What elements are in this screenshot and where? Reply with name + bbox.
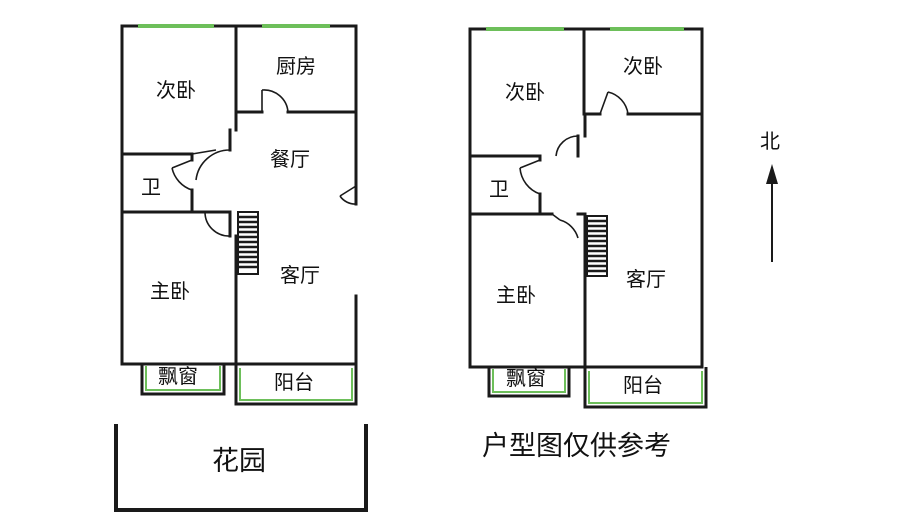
- left-label-dining: 餐厅: [270, 147, 310, 171]
- left-label-bay-window: 飘窗: [158, 364, 198, 388]
- left-outer-wall: [120, 24, 358, 366]
- north-arrowhead-icon: [766, 164, 778, 184]
- reference-note: 户型图仅供参考: [482, 431, 671, 462]
- left-label-living: 客厅: [280, 263, 320, 287]
- right-label-balcony: 阳台: [623, 373, 663, 397]
- right-bedroom-b-door: [599, 91, 629, 115]
- left-partition-master-top: [120, 210, 232, 238]
- right-label-living: 客厅: [626, 267, 666, 291]
- left-label-master: 主卧: [150, 279, 190, 303]
- left-doors: [171, 89, 357, 237]
- right-balcony: [583, 367, 708, 409]
- left-bedroom2-door: [191, 149, 231, 181]
- right-bathroom-door: [519, 159, 541, 195]
- right-label-bay-window: 飘窗: [506, 366, 546, 390]
- left-dining-door: [339, 185, 357, 205]
- left-label-bedroom2: 次卧: [156, 78, 196, 102]
- left-floor-plan: [120, 24, 358, 366]
- north-compass: 北: [760, 129, 780, 262]
- left-label-bathroom: 卫: [141, 175, 161, 199]
- left-label-balcony: 阳台: [274, 370, 314, 394]
- right-doors: [519, 91, 629, 239]
- right-label-bedroom-b: 次卧: [623, 54, 663, 78]
- garden-enclosure: [114, 424, 368, 512]
- right-bay-window: [487, 367, 571, 398]
- left-bathroom-door: [171, 159, 193, 191]
- right-bedroom-a-door: [555, 135, 579, 157]
- right-master-door: [551, 213, 579, 239]
- right-label-bathroom: 卫: [489, 177, 509, 201]
- compass-label: 北: [760, 129, 780, 153]
- left-staircase: [237, 211, 259, 275]
- left-partition-bedroom2-bottom: [120, 152, 194, 162]
- garden-label: 花园: [212, 446, 266, 477]
- left-master-door: [204, 211, 231, 237]
- right-staircase: [586, 215, 608, 277]
- left-bay-window: [140, 364, 226, 396]
- right-label-bedroom-a: 次卧: [505, 80, 545, 104]
- left-label-kitchen: 厨房: [276, 54, 316, 78]
- left-balcony: [234, 364, 358, 406]
- left-kitchen-door: [261, 89, 289, 113]
- right-label-master: 主卧: [496, 283, 536, 307]
